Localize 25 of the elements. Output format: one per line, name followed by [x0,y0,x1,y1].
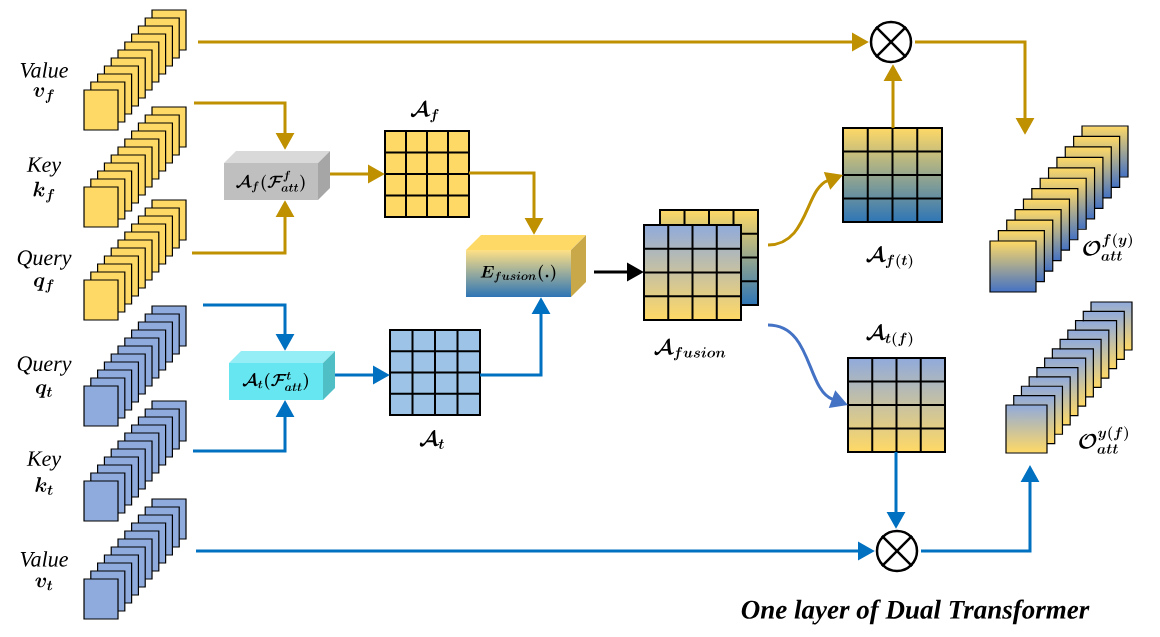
function-block: $\boldsymbol{\mathcal{A}_t(\mathcal{F}^t_{att})}$ [229,351,335,400]
matrix-label: $\boldsymbol{\mathcal{A}_{fusion}}$ [654,338,726,361]
multiply-symbol [875,529,919,573]
output-symbol: $\boldsymbol{\mathcal{O}^{y(f)}_{att}}$ [1079,426,1128,454]
vector-symbol: $\boldsymbol{q_t}$ [35,384,52,398]
multiply-symbol [869,20,913,64]
vector-symbol: $\boldsymbol{q_f}$ [34,277,54,293]
input-label: Key [26,157,62,177]
input-label: Value [20,62,68,78]
input-label: Query [17,356,72,376]
vector-symbol: $\boldsymbol{k_f}$ [33,181,55,203]
matrix-label: $\boldsymbol{\mathcal{A}_t}$ [419,429,444,449]
function-block: $\boldsymbol{E_{fusion}(.)}$ [466,235,586,297]
matrix-label: $\boldsymbol{\mathcal{A}_{t(f)}}$ [866,323,913,347]
input-label: Query [17,250,72,270]
vector-symbol: $\boldsymbol{v_t}$ [35,577,53,591]
vector-symbol: $\boldsymbol{k_t}$ [35,477,53,495]
input-label: Key [26,451,62,471]
matrix-label: $\boldsymbol{\mathcal{A}_{f(t)}}$ [866,245,913,269]
input-label: Value [20,551,68,567]
output-symbol: $\boldsymbol{\mathcal{O}^{f(y)}_{att}}$ [1083,233,1132,261]
matrix-label: $\boldsymbol{\mathcal{A}_f}$ [410,100,439,123]
function-block: $\boldsymbol{\mathcal{A}_f(\mathcal{F}^f_{att})}$ [224,151,330,200]
vector-symbol: $\boldsymbol{v_f}$ [33,87,54,103]
caption: One layer of Dual Transformer [741,599,1090,625]
